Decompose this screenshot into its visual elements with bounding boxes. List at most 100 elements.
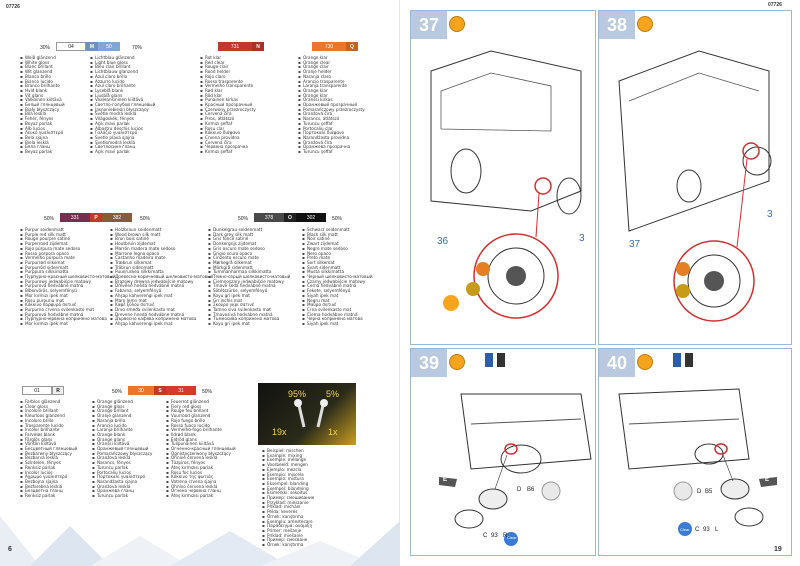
color-name-item: ▪Rouge pourpre satiné — [20, 237, 116, 242]
step-39-label-93: 93 — [491, 533, 498, 539]
color-name-item: ▪Светло-голубой глянцевый — [90, 102, 155, 108]
palette1-names-a: ▪Weiß glänzend▪White gloss▪Blanc brillan… — [20, 55, 65, 155]
flag-bullet-icon: ▪ — [302, 250, 305, 256]
color-name-text: Feuerrot glänzend — [171, 399, 209, 404]
color-name-text: Tulipunainen kiiltävä — [171, 441, 214, 447]
color-name-text: Jasnoniebieski błyszczący — [95, 106, 149, 112]
color-name-text: Dřevěně hnědá hedvábně matná — [115, 283, 185, 289]
mix-example-lines: ▪Beispiel: mischen▪Example: mixing▪Exemp… — [262, 448, 314, 548]
color-name-item: ▪Ildrød blank — [166, 432, 236, 438]
color-name-item: ▪Portocaliu lucios — [92, 470, 152, 476]
color-name-text: Punainen kirkas — [205, 97, 239, 103]
color-name-text: Arancio trasparente — [303, 78, 345, 84]
color-name-item: ▪Rojo fuego brillo — [166, 418, 236, 424]
color-name-text: Beispiel: mischen — [267, 448, 304, 453]
flag-bullet-icon: ▪ — [208, 264, 211, 270]
flag-bullet-icon: ▪ — [298, 139, 301, 145]
color-name-text: Maro lemn mat — [115, 297, 147, 303]
color-name-item: ▪Eldröd glans — [166, 436, 236, 443]
flag-bullet-icon: ▪ — [262, 537, 265, 543]
color-name-text: Красный прозрачный — [205, 102, 253, 108]
color-name-text: Červená čirá — [205, 111, 232, 117]
color-name-item: ▪Purpurová hedvábně matná — [20, 284, 116, 289]
color-name-text: Eldröd glans — [171, 436, 197, 442]
color-name-text: Purpurröd sidenmatt — [25, 264, 69, 270]
flag-bullet-icon: ▪ — [20, 316, 23, 322]
color-name-item: ▪Houtbruin zijdemat — [110, 241, 213, 247]
color-name-item: ▪Огненно-красный глянцевый — [166, 446, 236, 452]
color-name-text: Purpurowy jedwabiście matowy — [25, 278, 92, 284]
flag-bullet-icon: ▪ — [20, 227, 23, 232]
flag-bullet-icon: ▪ — [20, 139, 23, 145]
color-name-text: Purperrood zijdemat — [25, 241, 68, 247]
palette4-names-b: ▪Feuerrot glänzend▪Fiery red gloss▪Rouge… — [166, 399, 236, 499]
flag-bullet-icon: ▪ — [90, 149, 93, 155]
color-name-item: ▪Rosso trasparente — [200, 79, 256, 85]
palette1-code-a: 04 — [56, 42, 86, 51]
flag-bullet-icon: ▪ — [20, 422, 23, 428]
flag-bullet-icon: ▪ — [298, 144, 301, 150]
flag-bullet-icon: ▪ — [110, 236, 113, 242]
color-name-text: Пурпурночервена копринено матова — [25, 316, 107, 322]
color-name-item: ▪Oranssi kirkas — [298, 98, 365, 103]
color-name-item: ▪Orange blank — [92, 432, 152, 438]
palette5-bar: 731 N — [218, 42, 264, 51]
color-name-item: ▪Brun bois satiné — [110, 237, 213, 242]
flag-bullet-icon: ▪ — [20, 446, 23, 452]
color-name-text: Örnek: karıştırma — [267, 513, 304, 519]
color-name-text: Grigio scuro opaco — [213, 250, 253, 256]
flag-bullet-icon: ▪ — [92, 436, 95, 442]
color-name-text: Bianco lucido — [25, 78, 53, 84]
flag-bullet-icon: ▪ — [92, 408, 95, 414]
color-name-text: Bezfarebná lesklá — [25, 483, 63, 489]
flag-bullet-icon: ▪ — [90, 120, 93, 126]
flag-bullet-icon: ▪ — [200, 69, 203, 75]
flag-bullet-icon: ▪ — [302, 321, 305, 327]
color-name-item: ▪Farveløs blank — [20, 431, 77, 438]
color-name-text: Orange glans — [97, 436, 126, 442]
color-name-text: Black silk matt — [307, 231, 338, 237]
color-name-text: Mörkgrå sidenmatt — [213, 264, 253, 270]
flag-bullet-icon: ▪ — [20, 483, 23, 489]
color-name-text: Albastru deschis lucios — [95, 125, 143, 131]
flag-bullet-icon: ▪ — [20, 87, 23, 93]
color-name-text: Bíborvörös, selyemfényű — [25, 288, 77, 294]
flag-bullet-icon: ▪ — [166, 446, 169, 452]
flag-bullet-icon: ▪ — [298, 130, 301, 136]
color-name-text: Vaaleansininen kiiltävä — [95, 97, 144, 103]
palette4-names-a: ▪Orange glänzend▪Orange gloss▪Orange bri… — [92, 399, 152, 499]
color-name-item: ▪Branco brilhante — [20, 84, 65, 89]
flag-bullet-icon: ▪ — [20, 69, 23, 75]
flag-bullet-icon: ▪ — [200, 130, 203, 136]
flag-bullet-icon: ▪ — [92, 403, 95, 409]
flag-bullet-icon: ▪ — [110, 321, 113, 327]
color-name-item: ▪Rot klar — [200, 55, 256, 61]
color-name-item: ▪Cinzento escuro mate — [208, 256, 290, 261]
brush-icon — [449, 354, 465, 370]
flag-bullet-icon: ▪ — [208, 250, 211, 256]
color-name-text: Vermelho transparente — [205, 83, 254, 89]
color-name-item: ▪Svart sidenmatt — [302, 265, 373, 271]
color-name-text: Renksiz parlak — [25, 464, 56, 470]
color-name-item: ▪Пурпурно-красный шелковисто-матовый — [20, 274, 116, 280]
flag-bullet-icon: ▪ — [20, 427, 23, 433]
flag-bullet-icon: ▪ — [90, 130, 93, 136]
color-name-item: ▪Incolor lucios — [20, 470, 77, 476]
color-name-text: Koyu gri ipek mat — [213, 292, 250, 298]
color-name-text: Farveløs blank — [25, 431, 56, 437]
brush-icon — [637, 354, 653, 370]
palette2-pct-left: 50% — [44, 216, 55, 222]
flag-bullet-icon: ▪ — [20, 413, 23, 419]
color-name-text: Wit glanzend — [25, 69, 53, 75]
color-name-text: Καφέ ξύλου σατινέ — [115, 302, 155, 308]
color-name-item: ▪Тъмносива копринено матова — [208, 317, 290, 322]
color-name-item: ▪Oranje glanzend — [92, 413, 152, 419]
color-name-item: ▪Narancs, fényes — [92, 460, 152, 466]
palette6-bar: 730 Q — [312, 42, 358, 51]
color-name-text: Narandžasta sjajna — [97, 478, 138, 484]
color-name-text: Gris oscuro mate sedoso — [213, 245, 265, 251]
color-name-item: ▪Bezbarwny błyszczący — [20, 451, 77, 457]
color-name-text: Темно-серый шелковисто-матовый — [213, 274, 291, 280]
flag-bullet-icon: ▪ — [110, 245, 113, 251]
color-name-item: ▪Világoskék, fényes — [90, 116, 155, 122]
